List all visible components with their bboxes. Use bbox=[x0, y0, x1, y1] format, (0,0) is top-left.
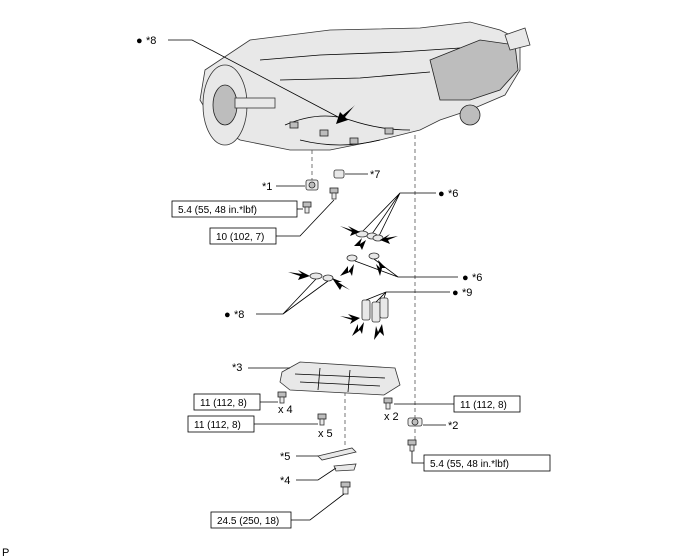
torque-2: 10 (102, 7) bbox=[216, 232, 264, 243]
transmission-case bbox=[199, 21, 531, 151]
o-ring-group-lower bbox=[346, 252, 380, 262]
leader-4 bbox=[296, 467, 337, 481]
torque-3: 11 (112, 8) bbox=[200, 398, 247, 409]
o-ring-group-left bbox=[309, 272, 334, 282]
callout-4: *4 bbox=[280, 475, 290, 487]
bolt-1-icon bbox=[302, 201, 312, 214]
torque-7: 24.5 (250, 18) bbox=[217, 516, 279, 527]
arrow-icon bbox=[374, 324, 384, 340]
count-x4: x 4 bbox=[278, 404, 293, 416]
count-x2: x 2 bbox=[384, 411, 399, 423]
arrow-icon bbox=[340, 314, 360, 324]
part-3-valve-body bbox=[279, 361, 401, 396]
bullet-6-a: ● bbox=[438, 188, 445, 200]
arrow-icon bbox=[340, 264, 354, 276]
bolt-2-icon bbox=[407, 439, 417, 452]
callout-8-mid: *8 bbox=[234, 309, 244, 321]
leader-8-mid bbox=[256, 278, 329, 315]
arrow-icon bbox=[352, 322, 364, 336]
wire-harness bbox=[284, 115, 411, 146]
leader-6-a bbox=[361, 192, 436, 239]
bolt-7-icon bbox=[329, 187, 339, 200]
arrow-icon bbox=[288, 270, 310, 280]
arrow-icon bbox=[332, 278, 350, 290]
callout-7: *7 bbox=[370, 169, 380, 181]
count-x5: x 5 bbox=[318, 428, 333, 440]
torque-4: 11 (112, 8) bbox=[194, 420, 241, 431]
part-5-lever bbox=[317, 447, 357, 461]
callout-6-a: *6 bbox=[448, 188, 458, 200]
part-9-solenoids bbox=[361, 297, 389, 323]
torque-1: 5.4 (55, 48 in.*lbf) bbox=[178, 205, 257, 216]
leader-6-b bbox=[354, 258, 458, 278]
leader-8-top bbox=[168, 39, 341, 119]
harness-arrow-icon bbox=[336, 105, 355, 124]
torque-5: 11 (112, 8) bbox=[460, 400, 507, 411]
bolt-x2-icon bbox=[383, 397, 393, 410]
bullet-8-mid: ● bbox=[224, 309, 231, 321]
part-1-sensor bbox=[305, 179, 319, 191]
callout-2: *2 bbox=[448, 420, 458, 432]
callout-3: *3 bbox=[232, 362, 242, 374]
bolt-bottom-icon bbox=[340, 481, 351, 495]
part-2-sensor bbox=[407, 417, 423, 427]
bolt-x4-icon bbox=[277, 391, 287, 404]
arrow-icon bbox=[376, 260, 386, 276]
footer-mark: P bbox=[2, 547, 9, 559]
arrow-icon bbox=[380, 234, 398, 244]
bullet-8-top: ● bbox=[136, 35, 143, 47]
bullet-9: ● bbox=[452, 287, 459, 299]
callout-6-b: *6 bbox=[472, 272, 482, 284]
arrow-icon bbox=[340, 226, 360, 236]
bullet-6-b: ● bbox=[462, 272, 469, 284]
callout-9: *9 bbox=[462, 287, 472, 299]
leader-9 bbox=[365, 291, 450, 303]
arrow-icon bbox=[354, 238, 366, 250]
part-4-spring bbox=[333, 463, 357, 472]
callout-5: *5 bbox=[280, 451, 290, 463]
bolt-x5-icon bbox=[317, 413, 327, 426]
o-ring-group-upper bbox=[355, 230, 384, 242]
part-7-bracket bbox=[333, 169, 345, 179]
callout-1: *1 bbox=[262, 181, 272, 193]
callout-8-top: *8 bbox=[146, 35, 156, 47]
torque-6: 5.4 (55, 48 in.*lbf) bbox=[430, 459, 509, 470]
